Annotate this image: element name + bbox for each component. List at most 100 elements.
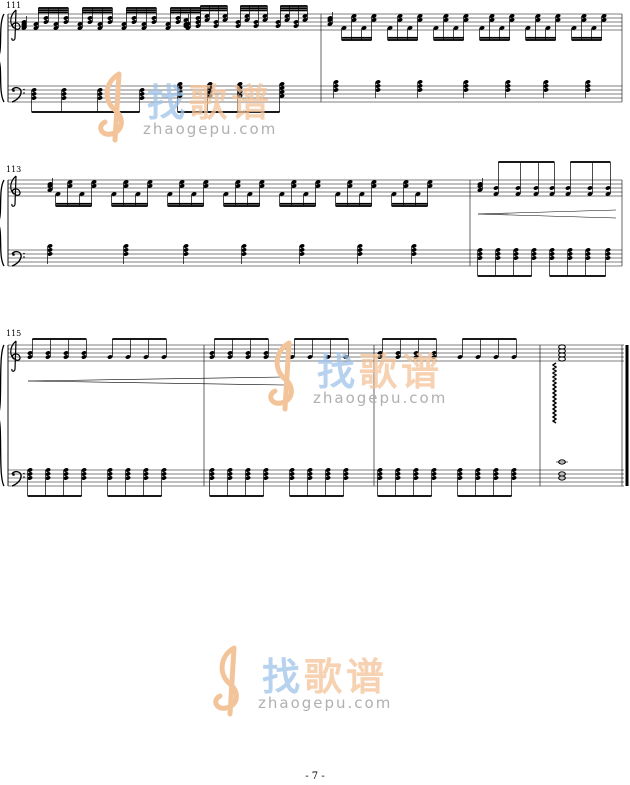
chord-notehead bbox=[395, 351, 401, 355]
beam bbox=[170, 11, 201, 14]
arpeggio-notehead bbox=[391, 192, 397, 196]
bass-notehead bbox=[47, 252, 53, 256]
beam bbox=[38, 11, 69, 14]
chord-notehead bbox=[431, 351, 437, 355]
arpeggio-notehead bbox=[397, 18, 403, 22]
bass-notehead bbox=[543, 88, 549, 92]
arpeggio-notehead bbox=[347, 180, 353, 184]
bass-notehead bbox=[475, 472, 481, 476]
bass-notehead bbox=[477, 252, 483, 256]
bass-notehead bbox=[143, 476, 149, 480]
arpeggio-notehead bbox=[33, 26, 39, 30]
beam bbox=[377, 495, 432, 497]
bass-notehead bbox=[417, 88, 423, 92]
beam bbox=[214, 338, 269, 340]
arpeggio-notehead bbox=[262, 18, 268, 22]
arpeggio-notehead bbox=[151, 20, 157, 24]
bass-notehead bbox=[125, 472, 131, 476]
chord-notehead bbox=[477, 188, 483, 192]
arpeggio-notehead bbox=[291, 180, 297, 184]
arpeggio-notehead bbox=[601, 14, 607, 18]
arpeggio-notehead bbox=[415, 192, 421, 196]
arpeggio-notehead bbox=[303, 192, 309, 196]
beam bbox=[280, 9, 308, 12]
bass-notehead bbox=[475, 476, 481, 480]
bass-notehead bbox=[357, 244, 363, 248]
bass-clef-dot bbox=[23, 252, 25, 255]
crescendo-hairpin bbox=[27, 380, 285, 386]
beam bbox=[38, 9, 69, 12]
arpeggio-notehead bbox=[131, 16, 137, 20]
arpeggio-notehead bbox=[77, 26, 83, 30]
bass-notehead bbox=[605, 252, 611, 256]
bass-notehead bbox=[97, 88, 103, 92]
arpeggio-notehead bbox=[179, 184, 185, 188]
arpeggio-notehead bbox=[315, 184, 321, 188]
chord-notehead bbox=[431, 355, 437, 359]
beam bbox=[294, 338, 349, 340]
chord-notehead bbox=[161, 355, 167, 359]
bass-notehead bbox=[395, 476, 401, 480]
arpeggio-notehead bbox=[43, 20, 49, 24]
arpeggio-notehead bbox=[147, 184, 153, 188]
bass-notehead bbox=[139, 88, 145, 92]
bass-notehead bbox=[343, 468, 349, 472]
chord-notehead bbox=[477, 182, 483, 186]
bass-notehead bbox=[375, 80, 381, 84]
beam bbox=[82, 7, 113, 9]
beam bbox=[240, 7, 268, 10]
beam bbox=[82, 11, 113, 14]
beam bbox=[525, 39, 556, 41]
beam bbox=[200, 7, 228, 10]
bass-notehead bbox=[543, 84, 549, 88]
bass-notehead bbox=[245, 472, 251, 476]
bass-notehead bbox=[63, 472, 69, 476]
measure-number: 115 bbox=[6, 329, 21, 338]
arpeggio-notehead bbox=[279, 192, 285, 196]
treble-clef-logo-icon bbox=[213, 645, 239, 717]
arpeggio-notehead bbox=[259, 180, 265, 184]
bass-notehead bbox=[549, 256, 555, 260]
bass-notehead bbox=[143, 468, 149, 472]
chord-notehead bbox=[493, 192, 499, 196]
bass-notehead bbox=[241, 248, 247, 252]
chord-notehead bbox=[21, 20, 27, 24]
arpeggio-wavy-line bbox=[551, 362, 558, 424]
arpeggio-notehead bbox=[335, 192, 341, 196]
arpeggio-notehead bbox=[87, 16, 93, 20]
bass-notehead bbox=[183, 244, 189, 248]
bass-notehead bbox=[227, 468, 233, 472]
bass-notehead bbox=[543, 80, 549, 84]
chord-notehead bbox=[549, 186, 555, 190]
bass-notehead bbox=[333, 88, 339, 92]
beam bbox=[32, 338, 87, 340]
whole-notehead bbox=[558, 344, 566, 350]
bass-notehead bbox=[245, 468, 251, 472]
arpeggio-notehead bbox=[371, 184, 377, 188]
bass-notehead bbox=[263, 468, 269, 472]
chord-notehead bbox=[45, 355, 51, 359]
arpeggio-notehead bbox=[191, 192, 197, 196]
arpeggio-notehead bbox=[91, 180, 97, 184]
bass-notehead bbox=[463, 84, 469, 88]
measure-number: 113 bbox=[6, 165, 21, 174]
arpeggio-notehead bbox=[499, 26, 505, 30]
bass-notehead bbox=[107, 476, 113, 480]
bass-clef-dot bbox=[23, 476, 25, 478]
beam bbox=[457, 495, 512, 497]
beam bbox=[498, 161, 555, 163]
arpeggio-notehead bbox=[97, 22, 103, 26]
arpeggio-notehead bbox=[453, 26, 459, 30]
bass-notehead bbox=[143, 472, 149, 476]
chord-notehead bbox=[47, 182, 53, 186]
arpeggio-notehead bbox=[175, 16, 181, 20]
chord-notehead bbox=[183, 22, 189, 26]
bass-notehead bbox=[97, 92, 103, 96]
arpeggio-notehead bbox=[253, 24, 259, 28]
arpeggio-notehead bbox=[443, 18, 449, 22]
arpeggio-notehead bbox=[275, 24, 281, 28]
bass-notehead bbox=[495, 248, 501, 252]
arpeggio-notehead bbox=[53, 22, 59, 26]
arpeggio-notehead bbox=[509, 18, 515, 22]
bass-clef-dot bbox=[23, 88, 25, 91]
